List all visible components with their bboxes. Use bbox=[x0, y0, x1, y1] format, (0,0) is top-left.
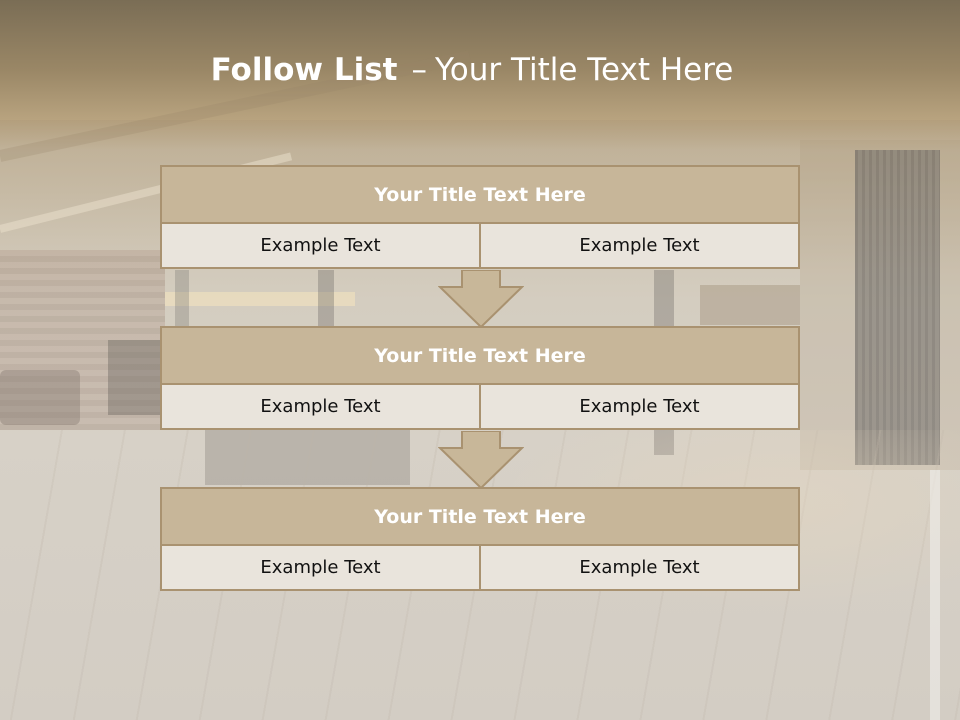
step-block-3: Your Title Text Here Example Text Exampl… bbox=[160, 487, 800, 591]
title-rest: Your Title Text Here bbox=[434, 52, 734, 88]
down-arrow-icon bbox=[438, 431, 524, 490]
down-arrow-icon bbox=[438, 270, 524, 329]
step-title: Your Title Text Here bbox=[162, 489, 798, 544]
slide-title: Follow List–Your Title Text Here bbox=[0, 52, 944, 88]
shelf bbox=[700, 285, 800, 325]
step-title: Your Title Text Here bbox=[162, 328, 798, 383]
cabinet bbox=[108, 340, 160, 415]
counter bbox=[205, 430, 410, 485]
step-cell-left: Example Text bbox=[162, 224, 479, 267]
floor-line bbox=[930, 470, 940, 720]
step-cell-right: Example Text bbox=[481, 546, 798, 589]
ceiling-light bbox=[165, 292, 355, 306]
step-block-2: Your Title Text Here Example Text Exampl… bbox=[160, 326, 800, 430]
title-bold: Follow List bbox=[210, 52, 398, 88]
step-title: Your Title Text Here bbox=[162, 167, 798, 222]
step-block-1: Your Title Text Here Example Text Exampl… bbox=[160, 165, 800, 269]
title-separator: – bbox=[411, 52, 427, 88]
wood-post bbox=[855, 150, 940, 465]
step-cell-right: Example Text bbox=[481, 224, 798, 267]
brick-wall bbox=[0, 250, 165, 430]
step-cell-left: Example Text bbox=[162, 546, 479, 589]
step-cell-right: Example Text bbox=[481, 385, 798, 428]
sofa bbox=[0, 370, 80, 425]
step-cell-left: Example Text bbox=[162, 385, 479, 428]
